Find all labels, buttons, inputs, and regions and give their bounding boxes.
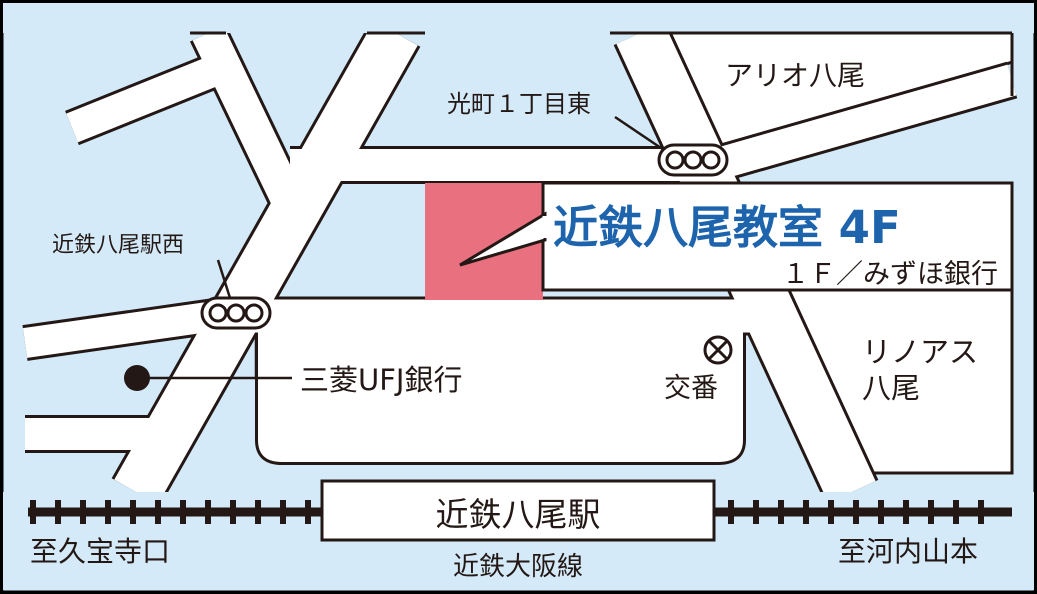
direction-west-label: 至久宝寺口 <box>30 535 170 568</box>
leader-line <box>614 115 665 152</box>
station-plaza <box>258 316 743 462</box>
traffic-signal-icon <box>200 296 272 330</box>
destination-subtitle: １Ｆ／みずほ銀行 <box>782 259 998 290</box>
bank-label: 三菱UFJ銀行 <box>300 363 462 397</box>
direction-east-label: 至河内山本 <box>838 535 978 568</box>
signal-label-east: 光町１丁目東 <box>447 90 591 118</box>
destination-title: 近鉄八尾教室 4F <box>553 201 901 254</box>
station-label: 近鉄八尾駅 <box>436 495 601 534</box>
police-label: 交番 <box>664 373 718 404</box>
railway-track <box>28 500 1012 524</box>
leader-line <box>216 259 232 299</box>
station-building <box>320 479 716 542</box>
signal-label-west: 近鉄八尾駅西 <box>52 233 184 258</box>
linoas-label-2: 八尾 <box>862 371 920 405</box>
destination-label: 近鉄八尾教室 4F １Ｆ／みずほ銀行 <box>459 181 1014 292</box>
ario-label: アリオ八尾 <box>725 59 865 92</box>
line-label: 近鉄大阪線 <box>453 552 583 582</box>
traffic-signal-icon <box>657 143 729 177</box>
police-box-icon <box>703 335 733 365</box>
linoas-label: リノアス <box>862 335 978 369</box>
